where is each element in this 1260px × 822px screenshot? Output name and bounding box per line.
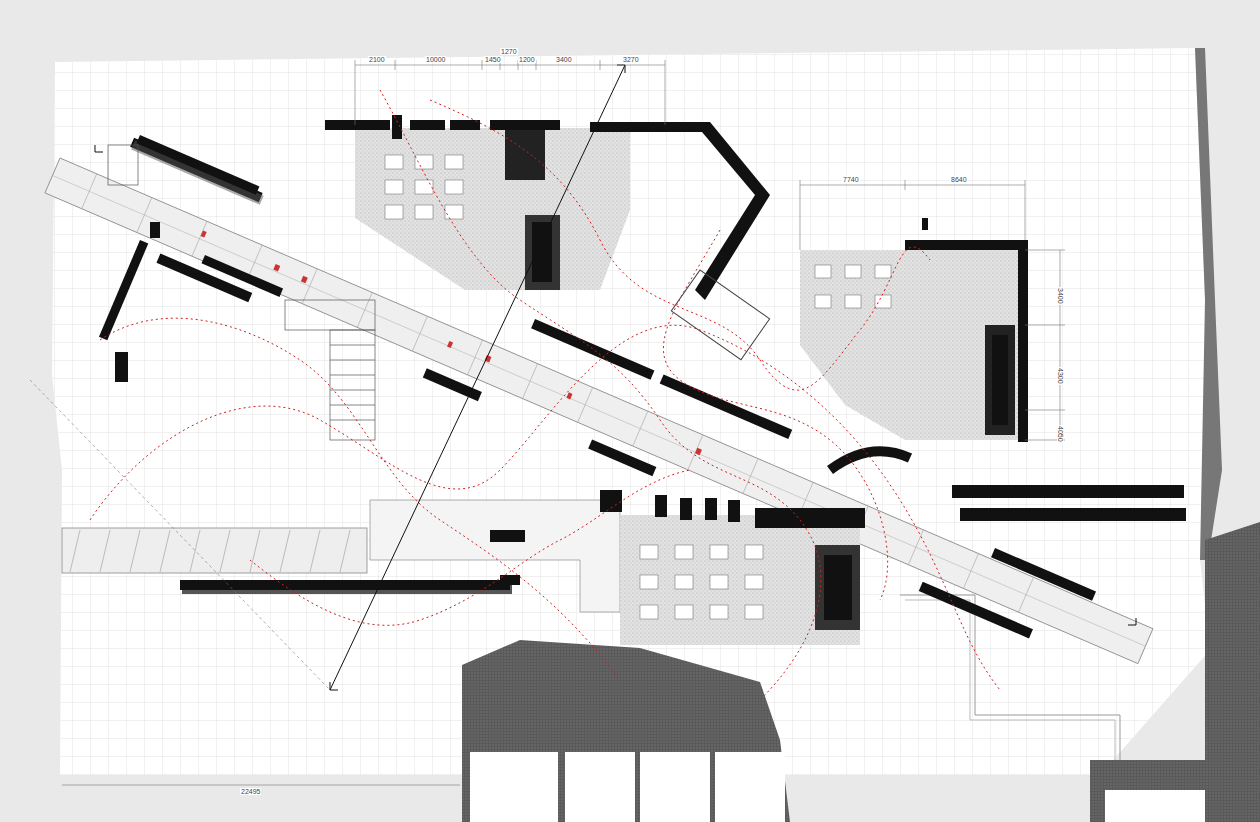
dimension-label: 7740 bbox=[842, 176, 860, 183]
dimension-label: 2100 bbox=[368, 56, 386, 63]
dimension-label: 3270 bbox=[622, 56, 640, 63]
dimension-label: 4050 bbox=[1057, 425, 1064, 443]
dimension-label: 1200 bbox=[518, 56, 536, 63]
dimension-label: 10000 bbox=[425, 56, 446, 63]
dimension-label: 1450 bbox=[484, 56, 502, 63]
dimension-label: 1270 bbox=[500, 48, 518, 55]
dimension-label: 8640 bbox=[950, 176, 968, 183]
dimension-label: 3400 bbox=[555, 56, 573, 63]
dimension-label: 3400 bbox=[1057, 287, 1064, 305]
dimension-label: 4300 bbox=[1057, 367, 1064, 385]
dimension-label: 22495 bbox=[240, 788, 261, 795]
